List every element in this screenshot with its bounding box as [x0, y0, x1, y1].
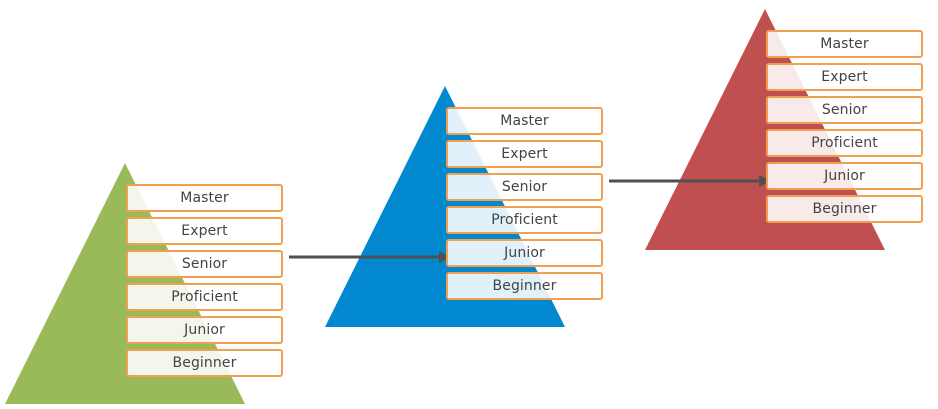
- level-senior: Senior: [126, 250, 283, 278]
- level-beginner: Beginner: [766, 195, 923, 223]
- level-junior: Junior: [126, 316, 283, 344]
- level-proficient: Proficient: [766, 129, 923, 157]
- level-master: Master: [126, 184, 283, 212]
- level-expert: Expert: [126, 217, 283, 245]
- level-master: Master: [766, 30, 923, 58]
- level-proficient: Proficient: [446, 206, 603, 234]
- level-senior: Senior: [766, 96, 923, 124]
- level-master: Master: [446, 107, 603, 135]
- level-expert: Expert: [766, 63, 923, 91]
- level-proficient: Proficient: [126, 283, 283, 311]
- level-senior: Senior: [446, 173, 603, 201]
- level-beginner: Beginner: [446, 272, 603, 300]
- level-junior: Junior: [766, 162, 923, 190]
- level-junior: Junior: [446, 239, 603, 267]
- level-beginner: Beginner: [126, 349, 283, 377]
- level-expert: Expert: [446, 140, 603, 168]
